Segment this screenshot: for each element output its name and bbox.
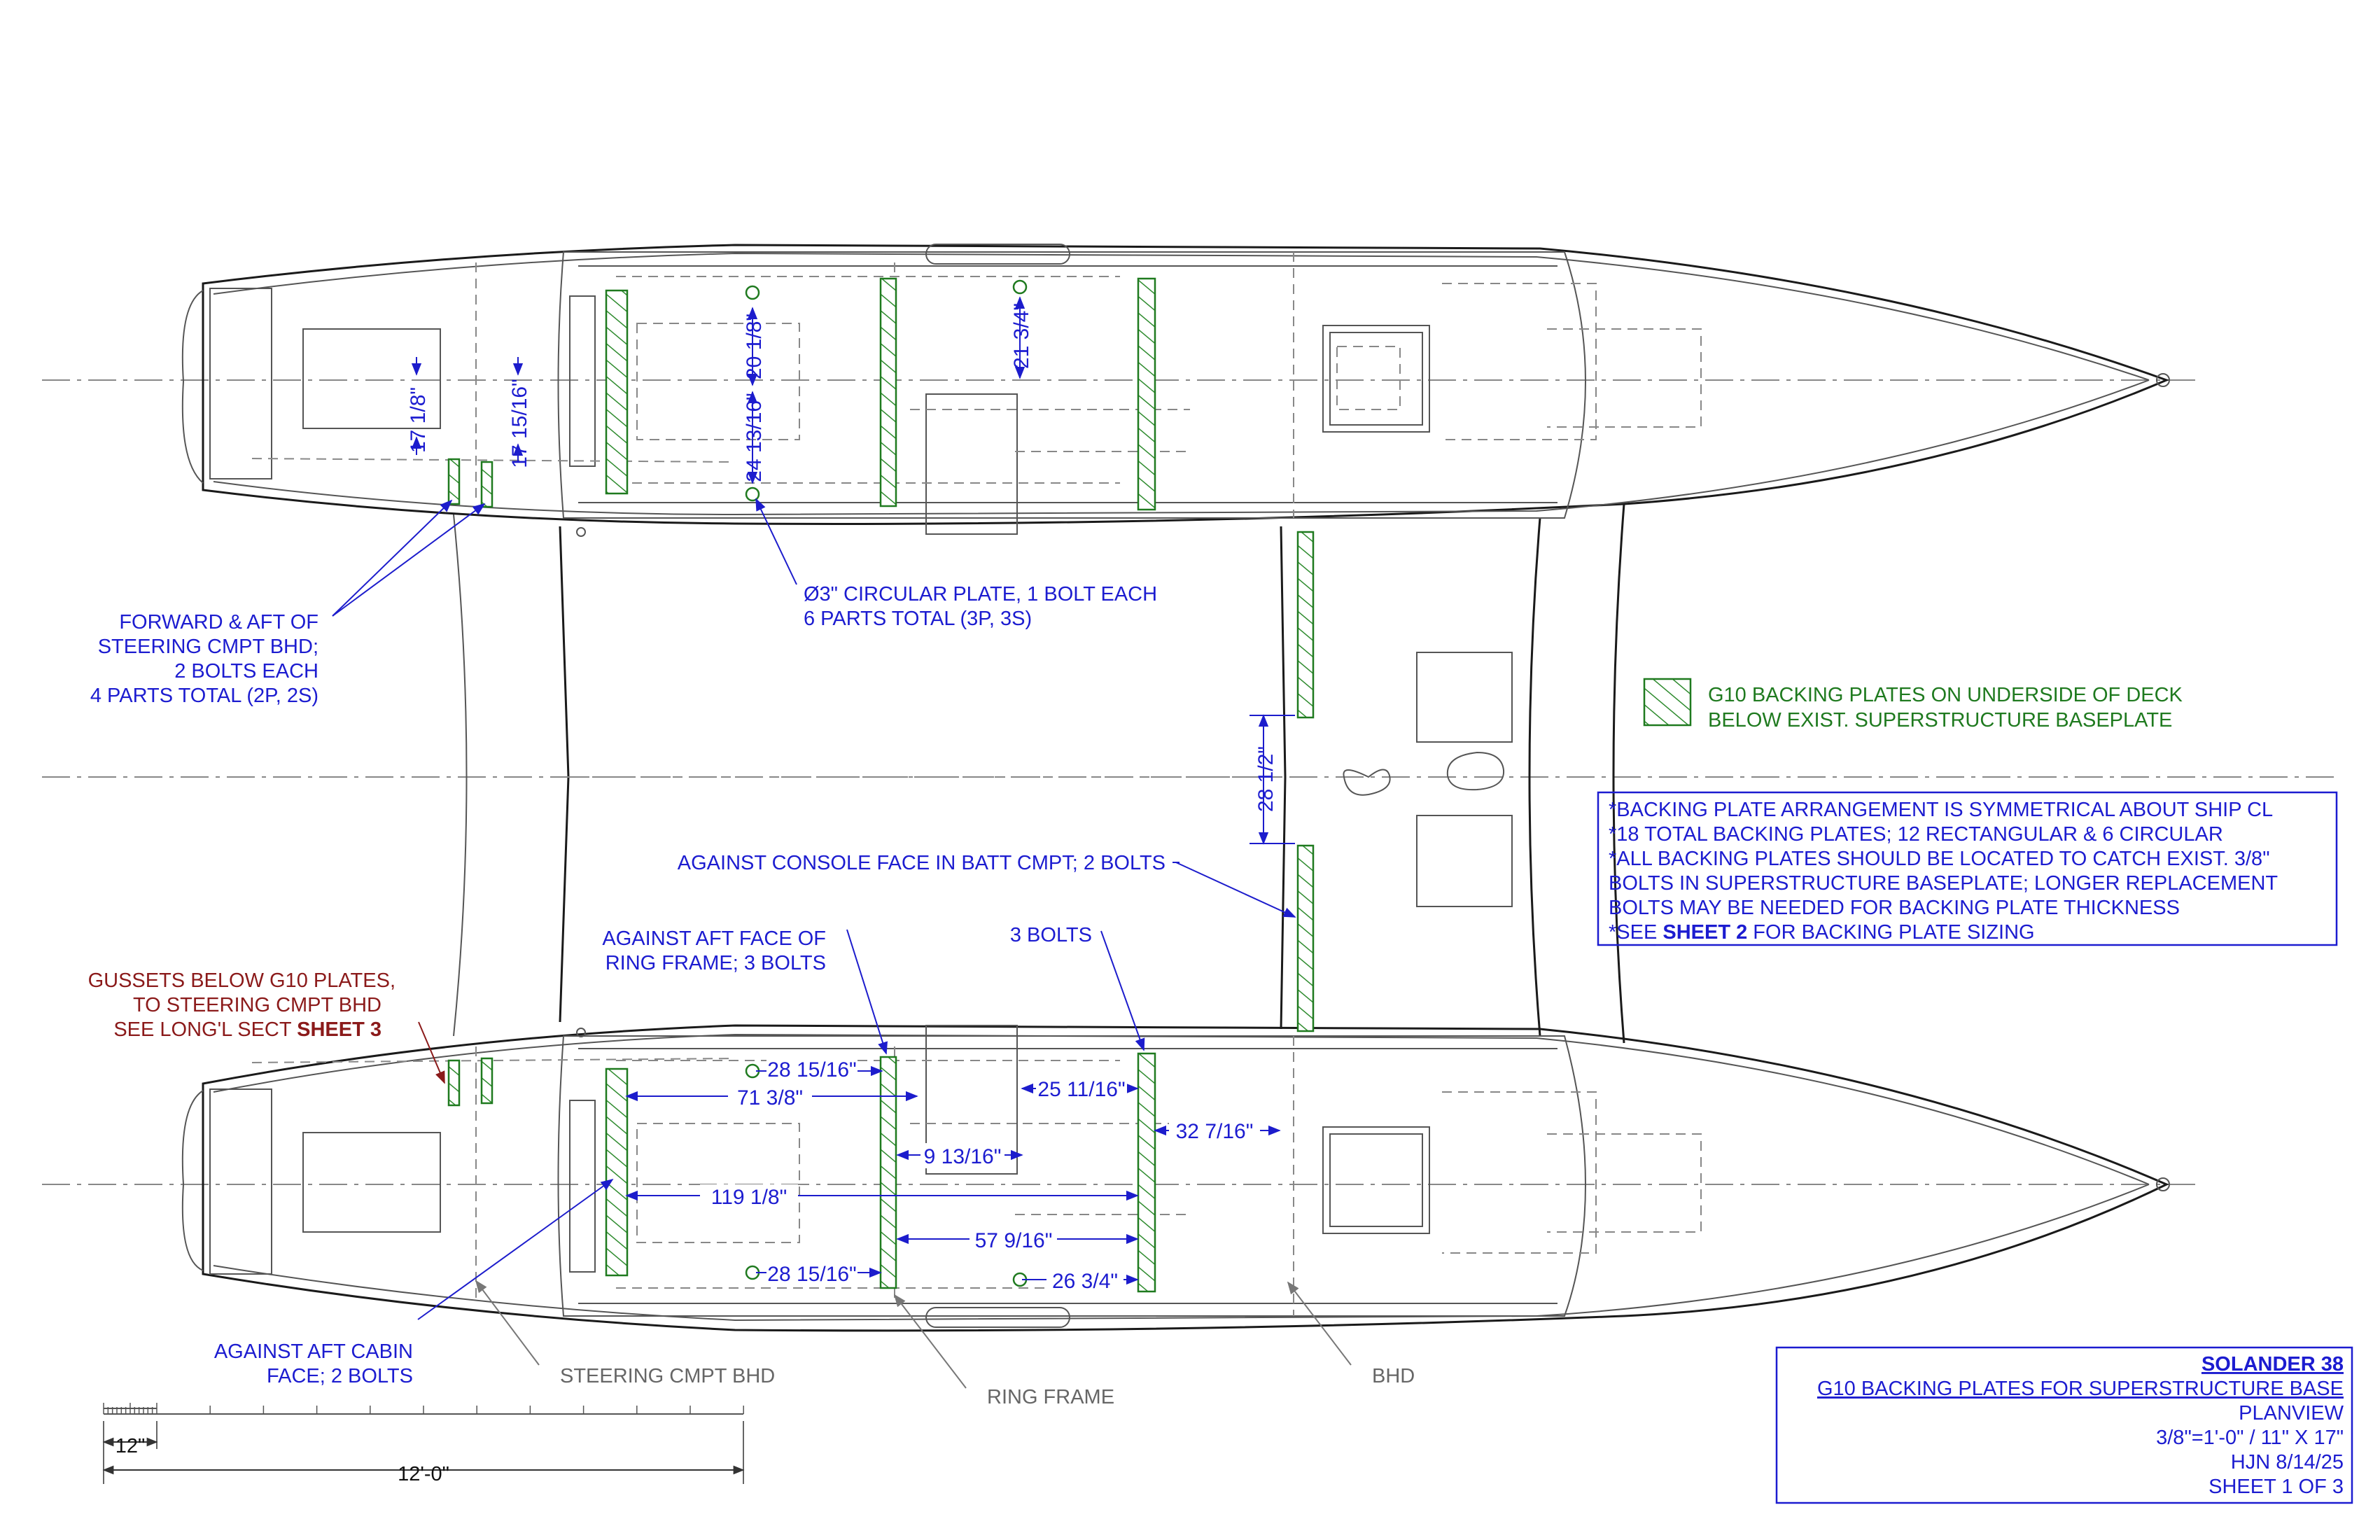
callout-gussets-line1: GUSSETS BELOW G10 PLATES, [88,969,396,992]
label-steering-bhd: STEERING CMPT BHD [560,1365,775,1387]
plates-console [1296,531,1315,1032]
notes-box [1597,791,2338,946]
annotation-text: FORWARD & AFT OF STEERING CMPT BHD; 2 BO… [88,583,2344,1498]
label-ring-frame: RING FRAME [987,1386,1114,1408]
title-project: SOLANDER 38 [2202,1353,2344,1376]
dim-25: 25 11/16" [1037,1078,1125,1101]
note-line2: *18 TOTAL BACKING PLATES; 12 RECTANGULAR… [1609,823,2223,846]
leader-lines [332,498,1352,1389]
note-line1: *BACKING PLATE ARRANGEMENT IS SYMMETRICA… [1609,799,2273,821]
bridgedeck [453,503,1625,1044]
scale-bar [102,1403,745,1484]
callout-three-bolts: 3 BOLTS [1010,924,1092,946]
callout-circular-line2: 6 PARTS TOTAL (3P, 3S) [804,608,1032,630]
callout-circular-line1: Ø3" CIRCULAR PLATE, 1 BOLT EACH [804,583,1157,606]
scale-small-label: 12" [115,1435,146,1457]
callout-steering-line3: 2 BOLTS EACH [174,660,318,682]
note-line3: *ALL BACKING PLATES SHOULD BE LOCATED TO… [1609,848,2269,870]
title-block-frame [1775,1346,2353,1504]
callout-console: AGAINST CONSOLE FACE IN BATT CMPT; 2 BOL… [678,852,1166,874]
callout-aft-cabin-line1: AGAINST AFT CABIN [214,1340,413,1363]
dim-20: 20 1/8" [743,314,766,379]
callout-steering-line4: 4 PARTS TOTAL (2P, 2S) [90,685,318,707]
callout-steering-line2: STEERING CMPT BHD; [98,636,318,658]
dimension-lines [411,296,1295,1285]
plates-lower [447,1052,1156,1293]
callout-steering-line1: FORWARD & AFT OF [119,611,318,634]
note-line5: BOLTS MAY BE NEEDED FOR BACKING PLATE TH… [1609,897,2180,919]
dim-71: 71 3/8" [737,1086,803,1110]
port-hull [181,1024,2170,1332]
dim-9: 9 13/16" [924,1145,1002,1168]
title-scale: 3/8"=1'-0" / 11" X 17" [2156,1427,2344,1449]
dimension-text: 20 1/8" 24 13/16" 21 3/4" 17 1/8" 17 15/… [407,303,1278,1293]
title-view: PLANVIEW [2239,1402,2344,1424]
callout-ring-frame-line2: RING FRAME; 3 BOLTS [606,952,826,974]
dim-26: 26 3/4" [1052,1270,1118,1293]
dim-32: 32 7/16" [1176,1120,1254,1143]
label-bhd: BHD [1372,1365,1415,1387]
note-line4: BOLTS IN SUPERSTRUCTURE BASEPLATE; LONGE… [1609,872,2278,895]
dim-24: 24 13/16" [743,393,766,482]
dim-57: 57 9/16" [975,1229,1053,1252]
title-description: G10 BACKING PLATES FOR SUPERSTRUCTURE BA… [1817,1378,2344,1400]
dim-21: 21 3/4" [1010,303,1033,369]
legend-swatch [1643,678,1692,727]
legend-line2: BELOW EXIST. SUPERSTRUCTURE BASEPLATE [1708,709,2172,732]
legend-line1: G10 BACKING PLATES ON UNDERSIDE OF DECK [1708,684,2183,706]
title-drawn: HJN 8/14/25 [2231,1451,2344,1474]
dim-28-top: 28 15/16" [767,1058,856,1082]
plates-upper [447,277,1156,511]
starboard-hull [181,244,2170,537]
callout-gussets-line3: SEE LONG'L SECT SHEET 3 [113,1018,382,1041]
callout-aft-cabin-line2: FACE; 2 BOLTS [267,1365,413,1387]
dim-119: 119 1/8" [711,1186,788,1209]
dim-28-vertical: 28 1/2" [1254,746,1278,812]
title-sheet: SHEET 1 OF 3 [2208,1476,2344,1498]
scale-large-label: 12'-0" [398,1463,449,1485]
dim-17a: 17 1/8" [407,387,430,453]
dim-28-bottom: 28 15/16" [767,1263,856,1286]
note-line6: *SEE SHEET 2 FOR BACKING PLATE SIZING [1609,921,2035,944]
callout-gussets-line2: TO STEERING CMPT BHD [133,994,382,1016]
dim-17b: 17 15/16" [508,379,531,468]
callout-ring-frame-line1: AGAINST AFT FACE OF [602,927,826,950]
